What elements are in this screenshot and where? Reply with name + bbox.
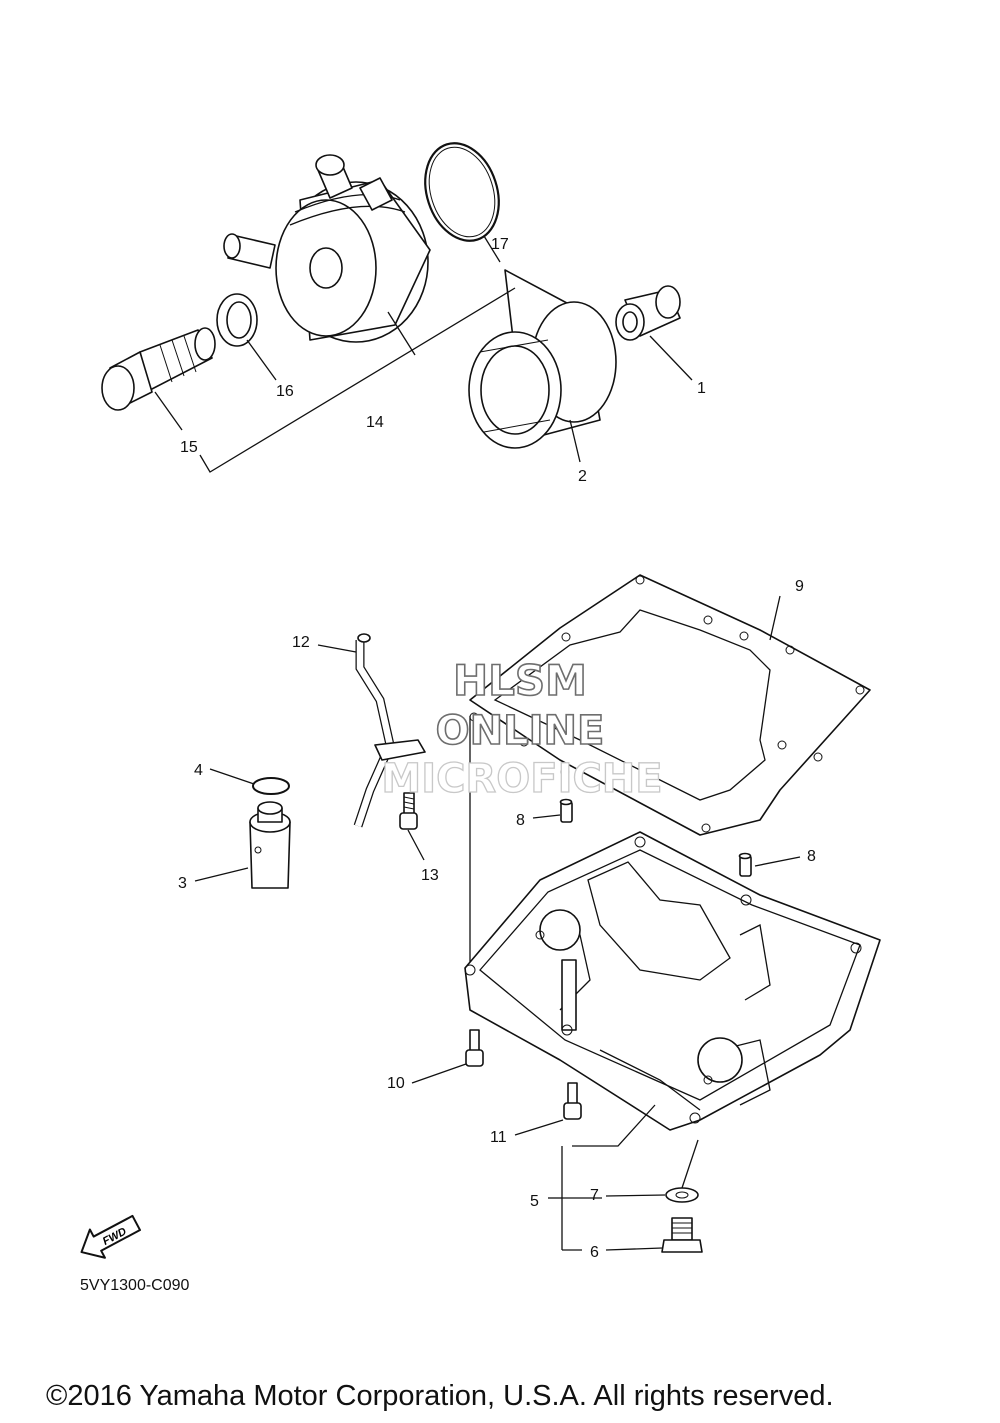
fwd-arrow-icon: FWD (80, 1214, 142, 1259)
bolt-10 (465, 1029, 484, 1067)
dowel-pin-8b (738, 852, 752, 877)
callout-17: 17 (491, 236, 509, 253)
callout-3: 3 (178, 875, 187, 892)
callout-9: 9 (795, 578, 804, 595)
watermark-line-2: ONLINE (436, 708, 605, 754)
oil-pipe-12 (353, 633, 426, 828)
callout-4: 4 (194, 762, 203, 779)
strainer-3 (249, 801, 291, 889)
o-ring-4 (252, 777, 290, 795)
callout-13: 13 (421, 867, 439, 884)
watermark-line-3: MICROFICHE (381, 756, 662, 802)
drain-bolt-6 (661, 1217, 703, 1253)
callout-12: 12 (292, 634, 310, 651)
callout-11: 11 (490, 1129, 507, 1146)
dowel-pin-8a (559, 798, 573, 823)
callout-1: 1 (697, 380, 706, 397)
callout-7: 7 (590, 1187, 599, 1204)
diagram-code: 5VY1300-C090 (80, 1277, 190, 1294)
washer-16 (216, 293, 258, 347)
o-ring-17 (424, 142, 500, 242)
fitting-1 (615, 285, 681, 341)
callout-8b: 8 (807, 848, 816, 865)
gasket-7 (665, 1187, 699, 1203)
callout-16: 16 (276, 383, 294, 400)
callout-5: 5 (530, 1193, 539, 1210)
callout-2: 2 (578, 468, 587, 485)
watermark-line-1: HLSM (453, 656, 587, 705)
oil-cooler (223, 154, 431, 343)
oil-pan-5 (464, 831, 881, 1131)
callout-14: 14 (366, 414, 384, 431)
callout-8a: 8 (516, 812, 525, 829)
callout-10: 10 (387, 1075, 405, 1092)
lower-leaders (194, 595, 801, 1251)
callout-6: 6 (590, 1244, 599, 1261)
upper-leaders (154, 235, 693, 473)
bolt-13 (399, 792, 418, 830)
union-bolt-15 (101, 327, 216, 411)
bolt-11 (563, 1082, 582, 1120)
callout-15: 15 (180, 439, 198, 456)
copyright-notice: ©2016 Yamaha Motor Corporation, U.S.A. A… (46, 1380, 834, 1412)
oil-filter-2 (468, 269, 617, 449)
